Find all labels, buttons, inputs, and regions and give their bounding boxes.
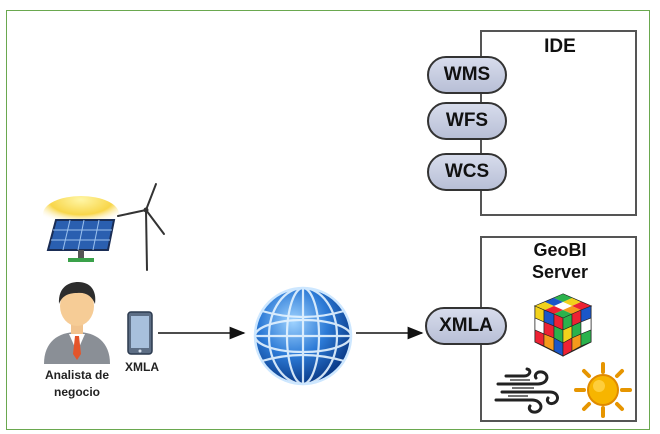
globe-icon [253, 286, 353, 386]
tablet-xmla-label: XMLA [125, 360, 159, 374]
xmla-endpoint: XMLA [425, 307, 507, 345]
wcs-service: WCS [427, 153, 507, 191]
geobi-title-line2: Server [531, 262, 589, 282]
geobi-title-line1: GeoBI [533, 240, 587, 260]
wind-icon [494, 367, 559, 414]
wind-turbine-icon [117, 183, 165, 271]
analyst-person-icon [44, 282, 110, 364]
analyst-label-line2: negocio [53, 385, 100, 399]
analyst-label-line1: Analista de [44, 368, 110, 382]
solar-panel-icon [43, 196, 119, 262]
tablet-device-icon [127, 311, 153, 355]
wfs-service: WFS [427, 102, 507, 140]
sun-icon [574, 362, 632, 418]
rubik-cube-icon [533, 293, 593, 357]
wms-service: WMS [427, 56, 507, 94]
ide-title: IDE [544, 36, 576, 57]
